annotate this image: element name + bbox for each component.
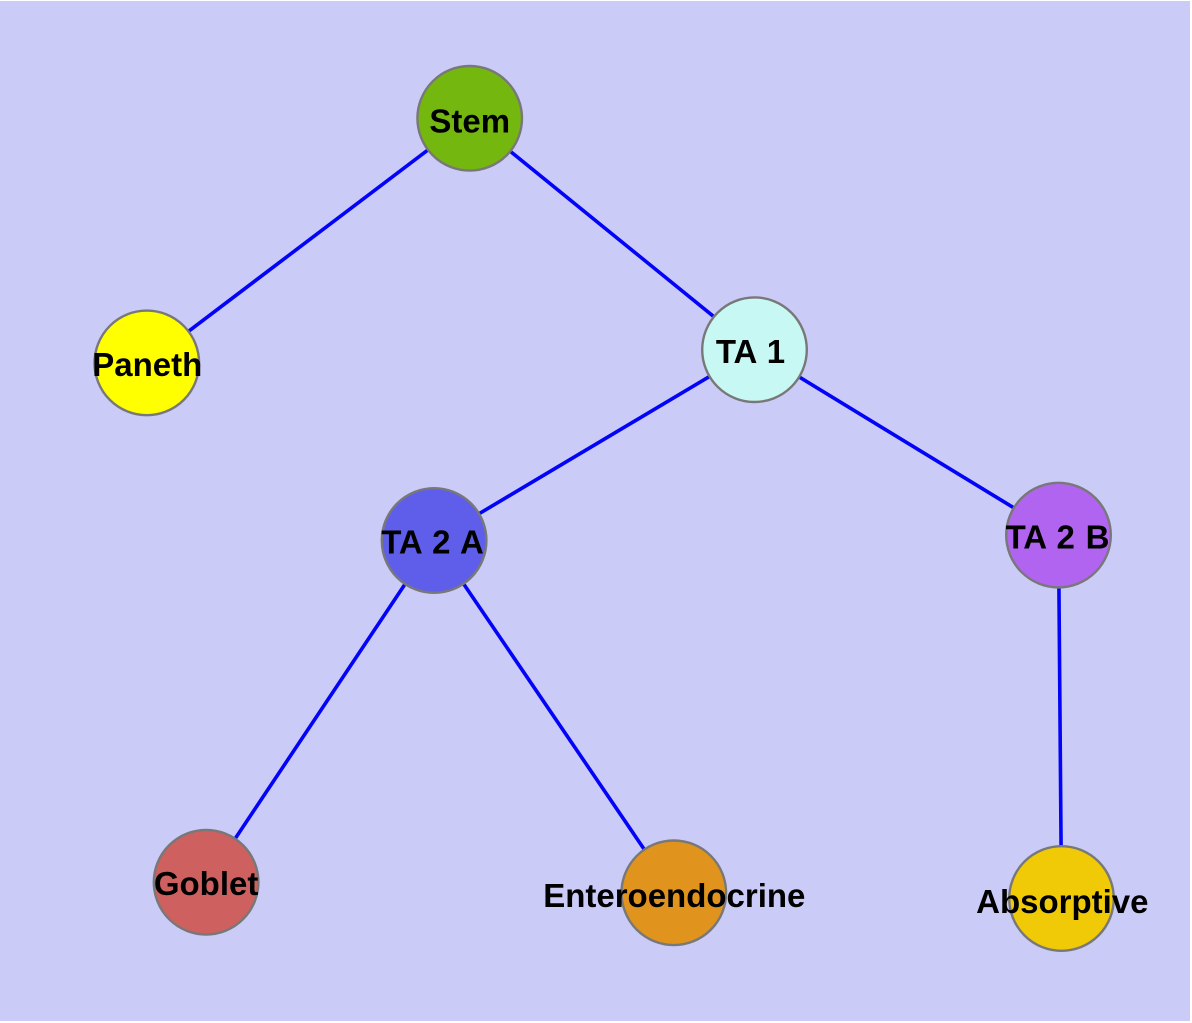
- svg-text:Absorptive: Absorptive: [976, 883, 1148, 920]
- svg-text:TA 2 B: TA 2 B: [1006, 518, 1110, 555]
- svg-text:Paneth: Paneth: [92, 346, 202, 383]
- svg-text:Enteroendocrine: Enteroendocrine: [543, 877, 805, 914]
- svg-text:Goblet: Goblet: [154, 865, 259, 902]
- svg-text:TA 1: TA 1: [716, 333, 785, 370]
- svg-text:TA 2 A: TA 2 A: [381, 524, 484, 561]
- svg-text:Stem: Stem: [429, 103, 510, 140]
